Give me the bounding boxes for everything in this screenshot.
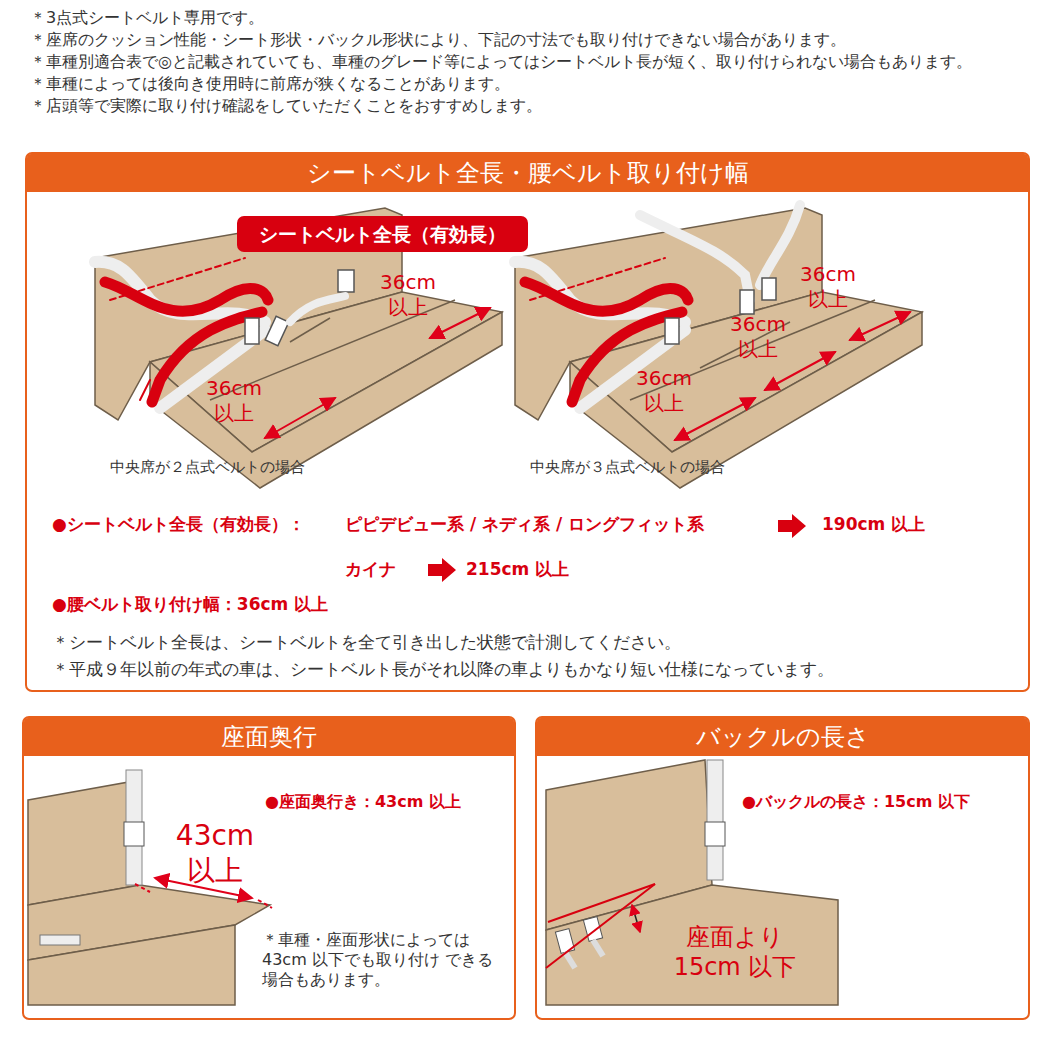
spec-text: 36cm 以上 xyxy=(792,262,864,312)
arrow xyxy=(428,558,456,582)
callout-box: シートベルト全長（有効長） xyxy=(237,216,528,252)
spec-text: 36cm 以上 xyxy=(628,366,700,416)
arrow xyxy=(778,514,806,538)
spec-text: ●シートベルト全長（有効長）： xyxy=(52,514,305,535)
spec-text: 190cm 以上 xyxy=(822,514,925,535)
spec-text: 座面より 15cm 以下 xyxy=(660,922,810,982)
spec-text: 43cm 以上 xyxy=(160,818,270,888)
spec-text: 36cm 以上 xyxy=(372,270,444,320)
spec-text: ピピデビュー系 / ネディ系 / ロングフィット系 xyxy=(345,514,704,535)
note-text: ＊シートベルト全長は、シートベルトを全て引き出した状態で計測してください。 xyxy=(52,632,681,653)
note-text: ＊店頭等で実際に取り付け確認をしていただくことをおすすめします。 xyxy=(30,96,542,116)
spec-text: 215cm 以上 xyxy=(466,559,569,580)
note-text: ＊車種別適合表で◎と記載されていても、車種のグレード等によってはシートベルト長が… xyxy=(30,52,972,72)
note-text: ＊平成９年以前の年式の車は、シートベルト長がそれ以降の車よりもかなり短い仕様にな… xyxy=(52,659,834,680)
section-heading: シートベルト全長・腰ベルト取り付け幅 xyxy=(27,154,1028,192)
note-text: ＊3点式シートベルト専用です。 xyxy=(30,8,264,28)
note-text: ＊座席のクッション性能・シート形状・バックル形状により、下記の寸法でも取り付けで… xyxy=(30,30,846,50)
spec-text: カイナ xyxy=(345,559,396,580)
note-text: 中央席が３点式ベルトの場合 xyxy=(530,458,725,477)
note-text: 中央席が２点式ベルトの場合 xyxy=(110,458,305,477)
spec-text: ●座面奥行き：43cm 以上 xyxy=(265,792,461,812)
seat-depth-illustration xyxy=(28,780,270,1005)
spec-text: 36cm 以上 xyxy=(198,376,270,426)
section-heading: 座面奥行 xyxy=(24,718,514,756)
spec-text: 36cm 以上 xyxy=(722,312,794,362)
callout-text: シートベルト全長（有効長） xyxy=(259,223,506,245)
note-text: ＊車種・座面形状によっては 43cm 以下でも取り付け できる場合もあります。 xyxy=(262,930,502,990)
spec-text: ●腰ベルト取り付け幅：36cm 以上 xyxy=(52,594,328,615)
bench-seat-right xyxy=(515,208,922,488)
spec-text: ●バックルの長さ：15cm 以下 xyxy=(742,792,970,812)
note-text: ＊車種によっては後向き使用時に前席が狭くなることがあります。 xyxy=(30,74,510,94)
section-heading: バックルの長さ xyxy=(537,718,1028,756)
